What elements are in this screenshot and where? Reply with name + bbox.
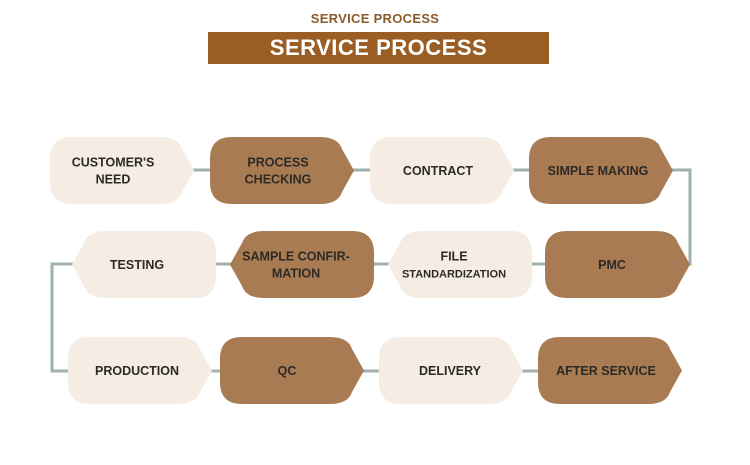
process-step-shape: [68, 337, 212, 404]
process-step: PRODUCTION: [68, 337, 212, 404]
process-step: AFTER SERVICE: [538, 337, 682, 404]
process-step: PROCESS CHECKING: [210, 137, 354, 204]
process-step: SAMPLE CONFIR- MATION: [230, 231, 374, 298]
process-step-label: CUSTOMER'S: [72, 156, 155, 170]
process-step-label: TESTING: [110, 258, 164, 272]
process-step-shape: [210, 137, 354, 204]
process-step-shape: [72, 231, 216, 298]
process-step-shape: [220, 337, 364, 404]
process-step-label: QC: [278, 364, 297, 378]
process-step-shape: [230, 231, 374, 298]
flow-steps: CUSTOMER'S NEED PROCESS CHECKING CONTRACT SIM…: [50, 137, 690, 404]
page-subtitle: SERVICE PROCESS: [310, 11, 440, 26]
process-step-label: NEED: [96, 173, 131, 187]
process-step: CUSTOMER'S NEED: [50, 137, 194, 204]
process-step: DELIVERY: [379, 337, 523, 404]
process-step-label: MATION: [272, 267, 320, 281]
page-title-banner: SERVICE PROCESS: [208, 32, 549, 64]
process-step-label: PROCESS: [247, 156, 308, 170]
process-step-label: STANDARDIZATION: [402, 269, 506, 281]
process-step: PMC: [545, 231, 690, 298]
process-step-shape: [370, 137, 514, 204]
flow-connectors: [50, 168, 692, 373]
process-step: CONTRACT: [370, 137, 514, 204]
process-step-label: CHECKING: [245, 173, 312, 187]
process-step-shape: [529, 137, 673, 204]
process-step-label: PRODUCTION: [95, 364, 179, 378]
process-step-shape: [545, 231, 690, 298]
process-step-shape: [388, 231, 532, 298]
process-step-label: PMC: [598, 258, 626, 272]
process-step-label: SIMPLE MAKING: [548, 164, 649, 178]
process-step-label: FILE: [440, 250, 467, 264]
process-step-label: SAMPLE CONFIR-: [242, 250, 350, 264]
process-step: TESTING: [72, 231, 216, 298]
process-step: SIMPLE MAKING: [529, 137, 673, 204]
process-step-label: AFTER SERVICE: [556, 364, 656, 378]
process-step-shape: [538, 337, 682, 404]
process-step-shape: [379, 337, 523, 404]
process-step: FILE STANDARDIZATION: [388, 231, 532, 298]
process-step-label: DELIVERY: [419, 364, 482, 378]
process-step: QC: [220, 337, 364, 404]
process-step-shape: [50, 137, 194, 204]
process-step-label: CONTRACT: [403, 164, 473, 178]
